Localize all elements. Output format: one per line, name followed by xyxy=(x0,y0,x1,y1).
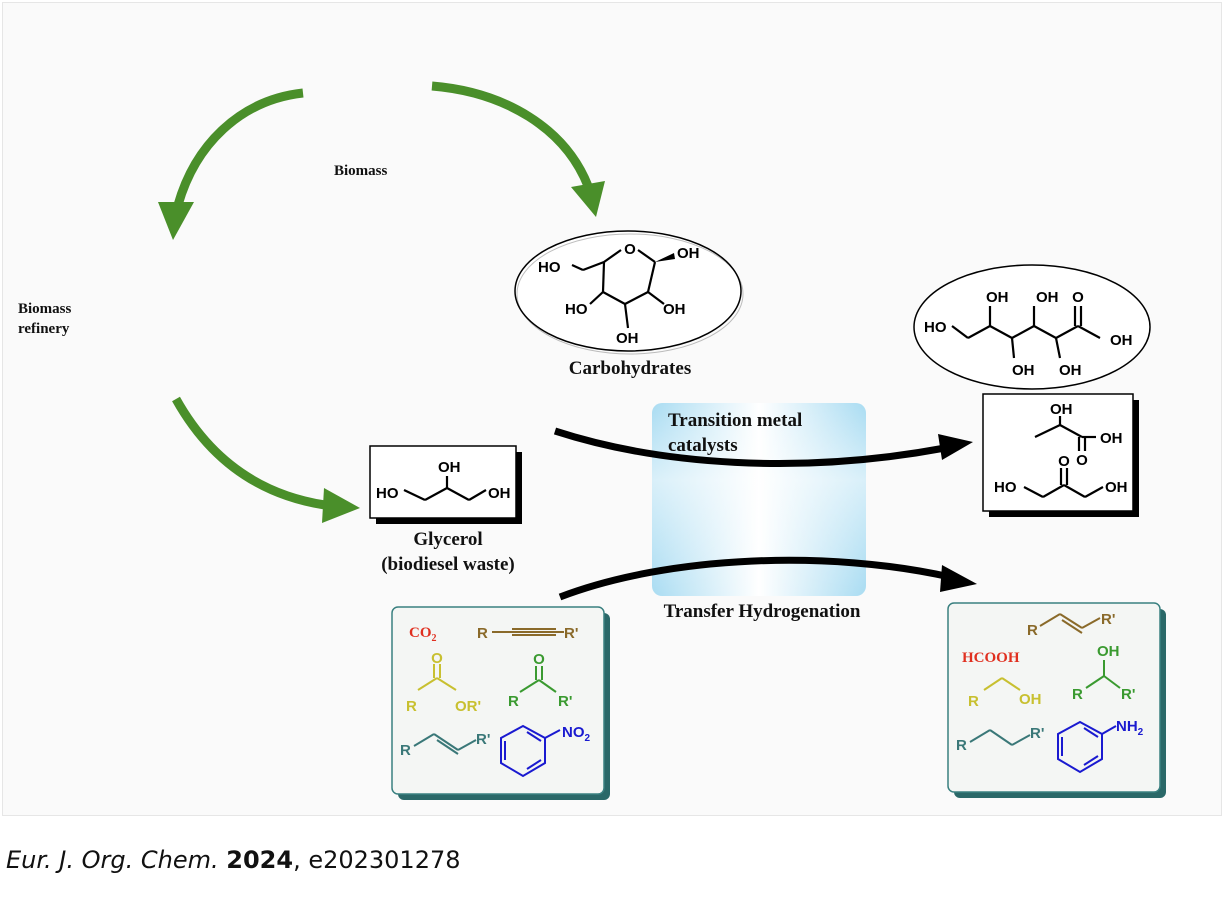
aniline-ring xyxy=(1057,720,1117,774)
alkyne-r: R xyxy=(477,625,488,642)
ester-or: OR' xyxy=(455,698,481,715)
reaction-arrows xyxy=(553,427,977,601)
product-prim-alcohol-bonds xyxy=(983,677,1021,691)
transfer-hydrogenation-label: Transfer Hydrogenation xyxy=(664,601,861,622)
dha-carbonyl-o: O xyxy=(1058,453,1070,470)
substrates-box: CO2 R R' O R OR' xyxy=(391,606,610,800)
product-alkene-r: R xyxy=(1027,622,1038,639)
ester-r: R xyxy=(406,698,417,715)
product-sec-alcohol-bonds xyxy=(1085,660,1121,689)
sec-alcohol-oh: OH xyxy=(1097,643,1120,660)
arrow-to-hydrogenation-products-head xyxy=(940,565,977,592)
citation-journal: Eur. J. Org. Chem. xyxy=(6,846,219,874)
glucose-oh-right: OH xyxy=(663,301,686,318)
glycerol-oh-top: OH xyxy=(438,459,461,476)
glucose-structure: O HO OH HO OH OH xyxy=(514,230,744,355)
alkane-rp: R' xyxy=(1030,725,1044,742)
substrate-alkene-bonds xyxy=(413,733,477,755)
product-alkene-bonds xyxy=(1039,613,1101,634)
gluconic-oh-4: OH xyxy=(1059,362,1082,379)
glucose-oh-bottom: OH xyxy=(616,330,639,347)
product-alkene-rp: R' xyxy=(1101,611,1115,628)
sec-alcohol-r: R xyxy=(1072,686,1083,703)
lactic-carbonyl-o: O xyxy=(1076,452,1088,469)
glucose-oh-anomeric: OH xyxy=(677,245,700,262)
nitrobenzene-ring xyxy=(500,724,561,778)
green-arrow-left xyxy=(173,88,304,207)
citation-article: , e202301278 xyxy=(293,846,461,874)
lactic-acid-oh: OH xyxy=(1100,430,1123,447)
glycerol-oh-right: OH xyxy=(488,485,511,502)
citation-year: 2024 xyxy=(226,846,294,874)
green-arrow-right xyxy=(431,81,593,188)
green-arrow-left-head xyxy=(158,202,194,240)
product-hcooh: HCOOH xyxy=(962,650,1020,666)
glucose-ho-top: HO xyxy=(538,259,561,276)
biomass-label: Biomass xyxy=(334,163,388,179)
arrow-to-oxidation-products xyxy=(553,427,946,467)
substrate-alkyne-bonds xyxy=(492,628,564,636)
sec-alcohol-rp: R' xyxy=(1121,686,1135,703)
alkene-r: R xyxy=(400,742,411,759)
ketone-o: O xyxy=(533,651,545,668)
gluconic-acid-oh: OH xyxy=(1110,332,1133,349)
gluconic-ho: HO xyxy=(924,319,947,336)
substrate-co2: CO2 xyxy=(409,625,437,644)
prim-alcohol-r: R xyxy=(968,693,979,710)
substrate-ketone-bonds xyxy=(519,666,557,693)
refinery-label-line2: refinery xyxy=(18,321,70,337)
nitro-group: NO2 xyxy=(562,724,591,744)
glucose-ho-left: HO xyxy=(565,301,588,318)
alkyne-rp: R' xyxy=(564,625,578,642)
green-arrow-bottom xyxy=(172,396,326,510)
green-arrow-right-head xyxy=(571,181,605,217)
lactic-oh: OH xyxy=(1050,401,1073,418)
gluconic-carbonyl-o: O xyxy=(1072,289,1084,306)
arrow-to-oxidation-products-head xyxy=(938,434,973,460)
alkene-rp: R' xyxy=(476,731,490,748)
dha-oh: OH xyxy=(1105,479,1128,496)
prim-alcohol-oh: OH xyxy=(1019,691,1042,708)
arrow-to-hydrogenation-products xyxy=(558,556,951,601)
ketone-r: R xyxy=(508,693,519,710)
dha-ho: HO xyxy=(994,479,1017,496)
products-box: HCOOH R R' OH R R' R OH xyxy=(947,602,1166,798)
oxidation-products-box: OH OH O O HO OH xyxy=(982,393,1139,517)
gluconic-oh-3: OH xyxy=(1012,362,1035,379)
gluconic-acid-structure: OH OH O HO OH OH OH xyxy=(913,264,1151,390)
catalyst-label-line1: Transition metal xyxy=(668,410,802,431)
glycerol-label-line1: Glycerol xyxy=(413,529,482,550)
amine-group: NH2 xyxy=(1116,718,1144,738)
glycerol-label-line2: (biodiesel waste) xyxy=(381,554,515,575)
glycerol-ho: HO xyxy=(376,485,399,502)
ester-o: O xyxy=(431,650,443,667)
glycerol-box: OH HO OH xyxy=(369,445,522,524)
ketone-rp: R' xyxy=(558,693,572,710)
catalyst-label-line2: catalysts xyxy=(668,435,738,456)
citation: Eur. J. Org. Chem. 2024, e202301278 xyxy=(6,846,461,874)
alkane-r: R xyxy=(956,737,967,754)
glucose-ring-o: O xyxy=(624,241,636,258)
biomass-cycle-arrows xyxy=(158,81,605,523)
gluconic-oh-1: OH xyxy=(986,289,1009,306)
substrate-ester-bonds xyxy=(417,664,457,691)
catalyst-box xyxy=(652,403,866,596)
carbohydrates-label: Carbohydrates xyxy=(569,358,691,379)
green-arrow-bottom-head xyxy=(322,488,360,523)
gluconic-oh-2: OH xyxy=(1036,289,1059,306)
refinery-label-line1: Biomass xyxy=(18,301,72,317)
product-alkane-bonds xyxy=(969,729,1031,746)
